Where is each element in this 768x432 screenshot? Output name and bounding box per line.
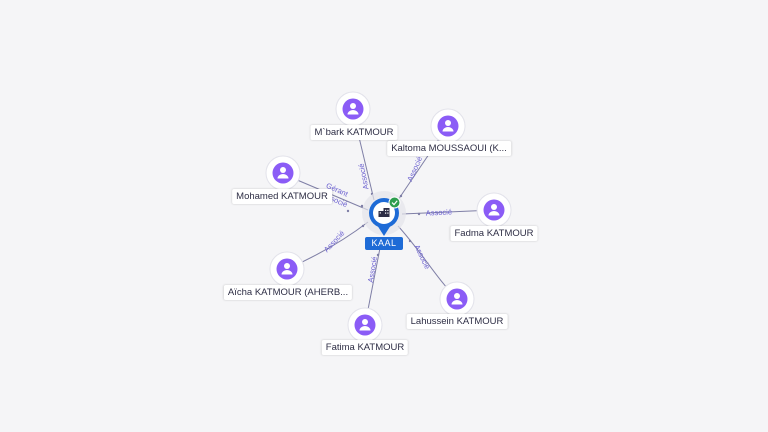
company-node[interactable] bbox=[362, 191, 406, 236]
person-icon bbox=[488, 204, 500, 216]
person-node-fatima[interactable] bbox=[347, 307, 383, 343]
check-icon bbox=[388, 196, 401, 209]
company-label[interactable]: KAAL bbox=[365, 237, 403, 250]
person-icon bbox=[277, 167, 289, 179]
person-label-aicha[interactable]: Aïcha KATMOUR (AHERB... bbox=[223, 285, 353, 300]
person-label-lahussein[interactable]: Lahussein KATMOUR bbox=[406, 314, 508, 329]
person-icon bbox=[359, 319, 371, 331]
person-node-mohamed[interactable] bbox=[265, 155, 301, 191]
edge-label-aicha: Associé bbox=[322, 229, 346, 254]
person-label-mbark[interactable]: M`bark KATMOUR bbox=[310, 125, 398, 140]
person-node-fadma[interactable] bbox=[476, 192, 512, 228]
person-icon bbox=[281, 263, 293, 275]
edge-label-fadma: Associé bbox=[426, 207, 453, 217]
company-pin-tip bbox=[377, 225, 391, 236]
person-label-fatima[interactable]: Fatima KATMOUR bbox=[321, 340, 409, 355]
person-node-lahussein[interactable] bbox=[439, 281, 475, 317]
person-icon bbox=[347, 103, 359, 115]
person-label-mohamed[interactable]: Mohamed KATMOUR bbox=[232, 189, 332, 204]
edge-label-fatima: Associé bbox=[366, 256, 379, 283]
person-node-kaltoma[interactable] bbox=[430, 108, 466, 144]
building-icon bbox=[378, 208, 390, 217]
person-node-mbark[interactable] bbox=[335, 91, 371, 127]
person-icon bbox=[442, 120, 454, 132]
edge-label-kaltoma: Associé bbox=[405, 155, 424, 183]
person-label-fadma[interactable]: Fadma KATMOUR bbox=[450, 226, 538, 241]
edge-label-lahussein: Associé bbox=[412, 243, 432, 271]
person-icon bbox=[451, 293, 463, 305]
person-node-aicha[interactable] bbox=[269, 251, 305, 287]
person-label-kaltoma[interactable]: Kaltoma MOUSSAOUI (K... bbox=[387, 141, 511, 156]
